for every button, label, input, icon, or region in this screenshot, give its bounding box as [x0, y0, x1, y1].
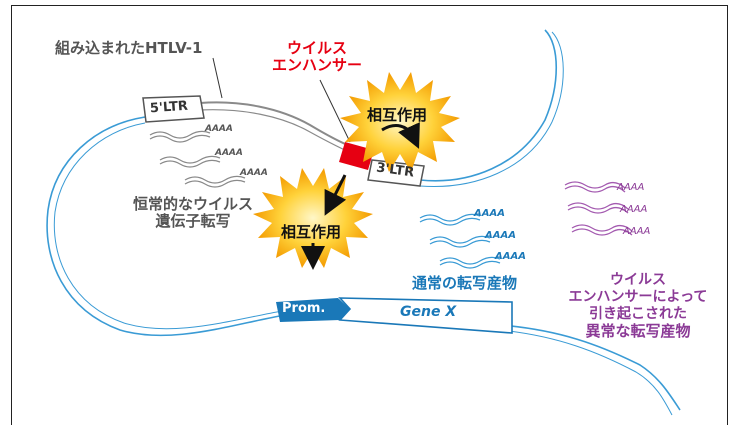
enhancer-leader-line [319, 79, 351, 143]
interaction-top-label: 相互作用 [367, 106, 428, 124]
interaction-bottom-label: 相互作用 [281, 223, 342, 241]
normal-transcripts-label: 通常の転写産物 [412, 274, 518, 292]
abnormal-line1: ウイルス [610, 272, 666, 288]
htlv-leader-line [212, 57, 223, 99]
figure-frame [11, 5, 728, 425]
viral-enhancer-label: ウイルス エンハンサー [257, 39, 377, 75]
viral-enhancer-line2: エンハンサー [271, 56, 362, 75]
viral-dna [199, 101, 361, 157]
polya-purple-3: AAAA [623, 226, 651, 237]
constitutive-transcription-label: 恒常的なウイルス 遺伝子転写 [108, 195, 278, 231]
polya-gray-3: AAAA [240, 168, 268, 178]
abnormal-transcripts [564, 181, 633, 236]
constitutive-transcripts [149, 130, 246, 188]
viral-enhancer-line1: ウイルス [286, 39, 347, 57]
curved-arrow-icon [381, 122, 420, 149]
constitutive-line2: 遺伝子転写 [155, 212, 231, 231]
polya-blue-1: AAAA [474, 208, 505, 219]
gene-x-box [338, 297, 513, 334]
promoter-label: Prom. [282, 301, 326, 316]
abnormal-transcripts-label: ウイルス エンハンサーによって 引き起こされた 異常な転写産物 [548, 272, 728, 340]
ltr-5-box [142, 95, 205, 123]
gene-x-label: Gene X [400, 304, 457, 320]
polya-purple-2: AAAA [620, 204, 648, 215]
viral-enhancer-box [339, 142, 374, 170]
polya-blue-3: AAAA [495, 251, 526, 262]
promoter-box [276, 298, 350, 322]
abnormal-line2: エンハンサーによって [568, 288, 708, 305]
polya-gray-2: AAAA [215, 148, 243, 158]
polya-gray-1: AAAA [205, 124, 233, 134]
polya-blue-2: AAAA [485, 230, 516, 241]
abnormal-line3: 引き起こされた [589, 305, 687, 322]
interaction-burst-top [340, 72, 460, 172]
integrated-htlv-label: 組み込まれたHTLV-1 [55, 39, 203, 57]
host-dna [46, 29, 681, 416]
abnormal-line4: 異常な転写産物 [585, 322, 691, 341]
normal-transcripts [419, 213, 501, 269]
polya-purple-1: AAAA [617, 182, 645, 193]
ltr-5-label: 5'LTR [149, 98, 189, 117]
constitutive-line1: 恒常的なウイルス [132, 195, 253, 213]
enhancer-arrow-icon [324, 174, 347, 216]
